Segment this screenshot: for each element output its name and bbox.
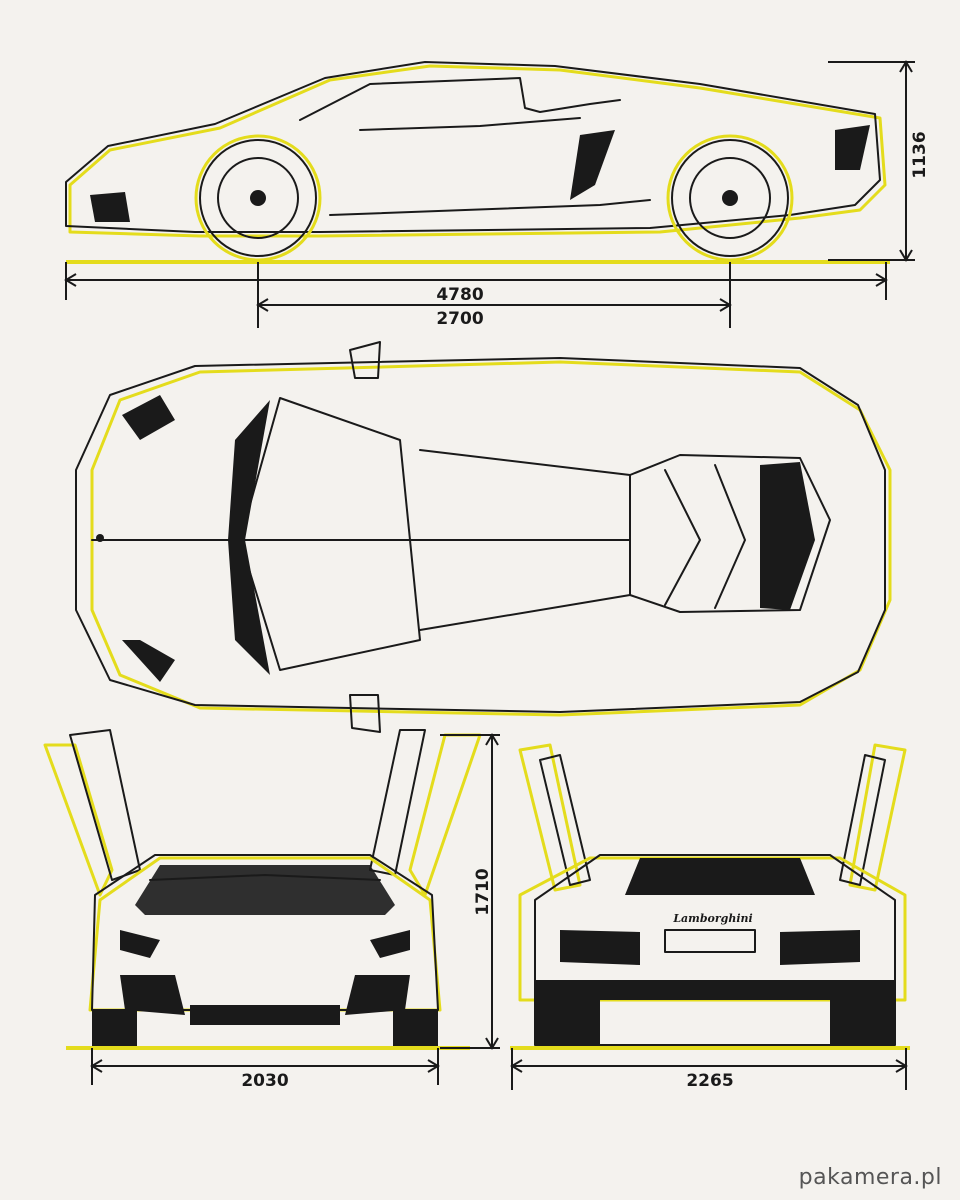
rear-wheel: [666, 134, 794, 262]
side-view: 1136 4780 2700: [64, 60, 930, 329]
front-wheel: [194, 134, 322, 262]
height-dimension-label: 1136: [910, 131, 930, 178]
rear-width-dimension-label: 2265: [686, 1071, 733, 1091]
watermark: pakamera.pl: [798, 1165, 942, 1190]
wheelbase-dimension-label: 2700: [436, 309, 483, 329]
front-height-dimension-label: 1710: [473, 868, 493, 915]
length-dimension-label: 4780: [436, 285, 483, 305]
rear-view: Lamborghini 2265: [510, 743, 910, 1091]
rear-badge: Lamborghini: [672, 912, 752, 925]
front-view: 1710 2030: [43, 729, 500, 1091]
front-width-dimension-label: 2030: [241, 1071, 288, 1091]
top-view: [75, 341, 892, 733]
